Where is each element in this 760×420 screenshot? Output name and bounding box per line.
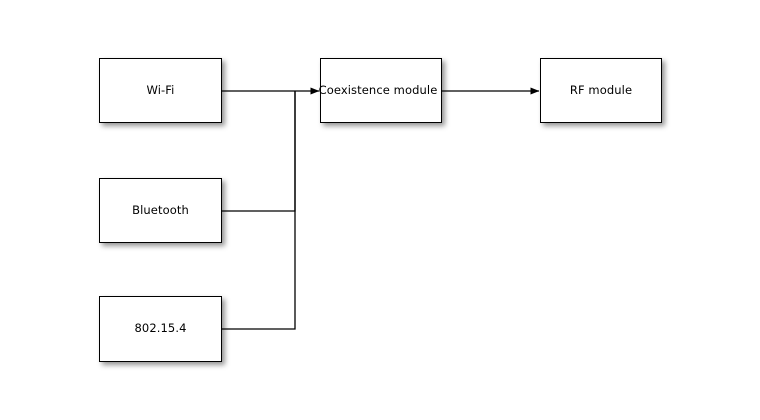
node-wifi[interactable]: Wi-Fi: [99, 58, 222, 123]
node-802-15-4[interactable]: 802.15.4: [99, 296, 222, 362]
node-rf-module-label: RF module: [569, 82, 633, 97]
node-coexistence-module[interactable]: Coexistence module: [318, 58, 442, 123]
edge-bluetooth-to-coexistence: [222, 91, 296, 212]
node-bluetooth-label: Bluetooth: [132, 202, 189, 217]
node-bluetooth[interactable]: Bluetooth: [99, 178, 222, 243]
edge-802154-to-coexistence: [222, 91, 296, 330]
node-wifi-label: Wi-Fi: [146, 82, 175, 97]
node-coexistence-module-label: Coexistence module: [318, 82, 438, 97]
node-rf-module[interactable]: RF module: [540, 58, 662, 123]
node-802-15-4-label: 802.15.4: [134, 321, 187, 336]
